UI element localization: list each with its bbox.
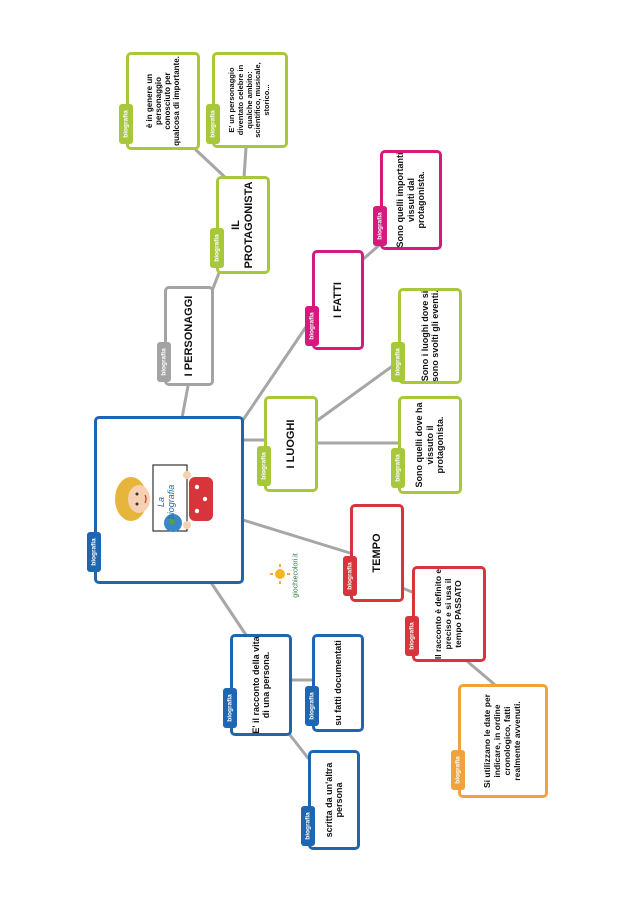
tag-tempo-def: biografia <box>405 616 419 656</box>
central-node-biografia: La biografia <box>94 416 244 584</box>
tag-personaggi: biografia <box>157 342 171 382</box>
connector-luoghi-def1 <box>316 360 400 422</box>
tag-protagonista: biografia <box>210 228 224 268</box>
tag-racconto: biografia <box>223 688 237 728</box>
luoghi-def1-text: Sono i luoghi dove si sono svolti gli ev… <box>419 290 440 382</box>
connector-def2 <box>242 146 248 180</box>
node-documentati: su fatti documentati <box>312 634 364 732</box>
tempo-def-text: Il racconto è definito e preciso e si us… <box>433 568 463 660</box>
connector-altra-persona <box>288 733 310 760</box>
tag-luoghi-def2: biografia <box>391 448 405 488</box>
node-fatti: I FATTI <box>312 250 364 350</box>
protagonista-label: IL PROTAGONISTA <box>230 181 255 269</box>
node-luoghi: I LUOGHI <box>264 396 318 492</box>
tag-protagonista-def1: biografia <box>119 104 133 144</box>
sign-text: La biografia <box>156 484 176 520</box>
tag-luoghi-def1: biografia <box>391 342 405 382</box>
documentati-text: su fatti documentati <box>332 640 343 726</box>
node-protagonista-def1: è in genere un personaggio conosciuto pe… <box>126 52 200 150</box>
personaggi-label: I PERSONAGGI <box>182 295 195 377</box>
tag-altra-persona: biografia <box>301 806 315 846</box>
node-tempo-date: Si utilizzano le date per indicare, in o… <box>458 684 548 798</box>
tempo-date-text: Si utilizzano le date per indicare, in o… <box>482 694 522 788</box>
fatti-label: I FATTI <box>331 282 344 318</box>
node-luoghi-def1: Sono i luoghi dove si sono svolti gli ev… <box>398 288 462 384</box>
node-protagonista: IL PROTAGONISTA <box>216 176 270 274</box>
child-holding-sign-illustration <box>115 464 213 532</box>
connector-tempo <box>241 518 352 555</box>
node-racconto: E' il racconto della vita di una persona… <box>230 634 292 736</box>
node-protagonista-def2: E' un personaggio diventato celebre in q… <box>212 52 288 148</box>
tag-protagonista-def2: biografia <box>206 104 220 144</box>
credit-logo: giochiecolori.it <box>270 552 310 600</box>
luoghi-def2-text: Sono quelli dove ha vissuto il protagoni… <box>414 402 446 488</box>
luoghi-label: I LUOGHI <box>284 419 297 469</box>
sun-icon <box>270 564 290 584</box>
connector-fatti <box>241 316 314 422</box>
node-altra-persona: scritta da un'altra persona <box>308 750 360 850</box>
tag-fatti: biografia <box>305 306 319 346</box>
racconto-text: E' il racconto della vita di una persona… <box>250 636 271 734</box>
protagonista-def1-text: è in genere un personaggio conosciuto pe… <box>144 56 182 146</box>
connector-personaggi <box>180 384 190 420</box>
node-personaggi: I PERSONAGGI <box>164 286 214 386</box>
tempo-label: TEMPO <box>370 533 383 573</box>
connector-racconto <box>210 582 248 637</box>
connector-tempo-date <box>466 660 496 686</box>
tag-luoghi: biografia <box>257 446 271 486</box>
tag-fatti-def: biografia <box>373 206 387 246</box>
node-tempo: TEMPO <box>350 504 404 602</box>
tag-tempo-date: biografia <box>451 750 465 790</box>
tag-tempo: biografia <box>343 556 357 596</box>
node-tempo-def: Il racconto è definito e preciso e si us… <box>412 566 486 662</box>
node-luoghi-def2: Sono quelli dove ha vissuto il protagoni… <box>398 396 462 494</box>
fatti-def-text: Sono quelli importanti vissuti dal prota… <box>395 152 427 248</box>
tag-documentati: biografia <box>305 686 319 726</box>
connector-def1 <box>194 148 230 182</box>
credit-text: giochiecolori.it <box>292 553 300 598</box>
node-fatti-def: Sono quelli importanti vissuti dal prota… <box>380 150 442 250</box>
protagonista-def2-text: E' un personaggio diventato celebre in q… <box>227 62 271 138</box>
tag-central: biografia <box>87 532 101 572</box>
altra-persona-text: scritta da un'altra persona <box>323 762 344 838</box>
